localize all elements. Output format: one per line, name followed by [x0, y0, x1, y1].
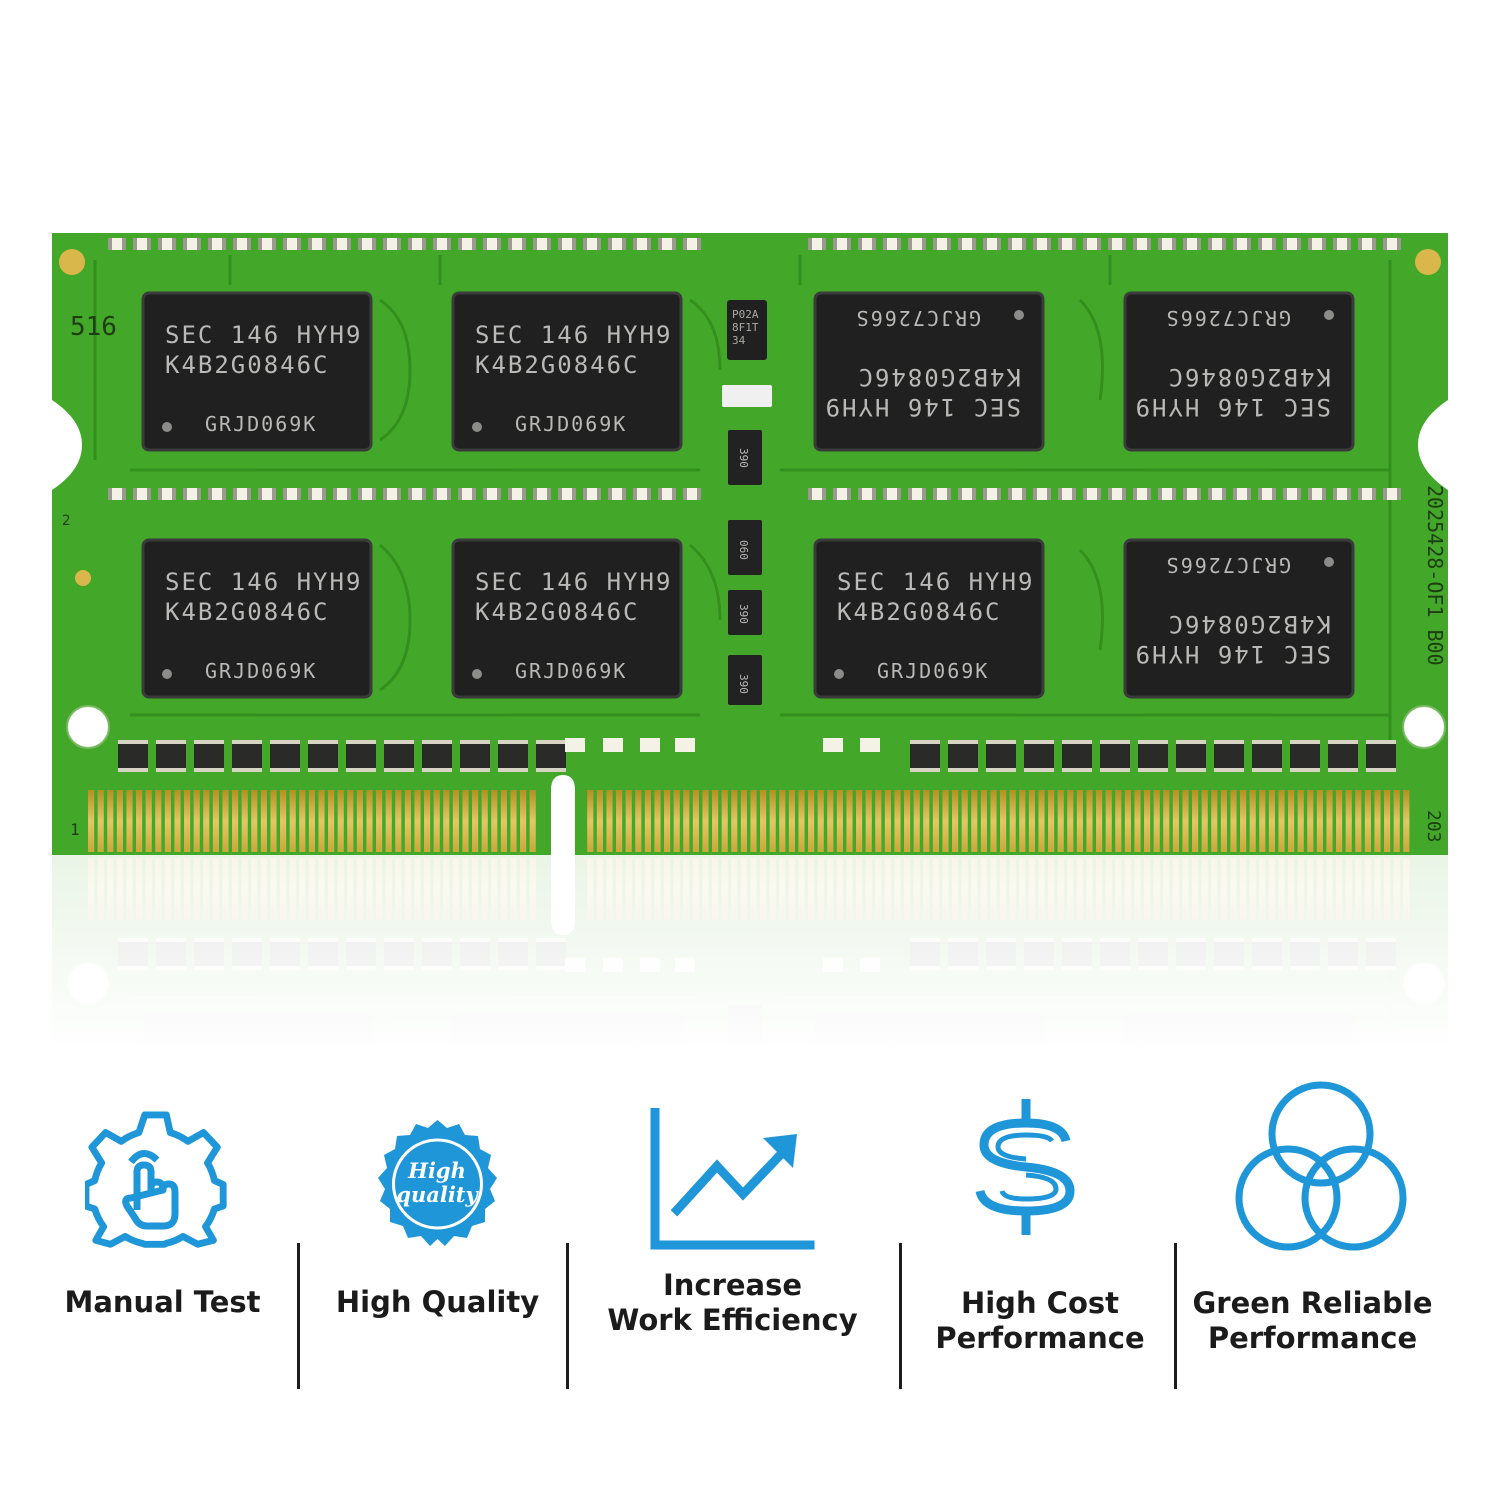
chip-marking-line: GRJD069K [515, 659, 627, 683]
chip-marking-line: K4B2G0846C [857, 363, 1022, 391]
chip-marking-line: GRJD069K [205, 659, 317, 683]
chip-marking-line: GRJD069K [515, 412, 627, 436]
chip-marking-line: SEC 146 HYH9 [837, 568, 1034, 596]
resistor-code: 390 [737, 604, 750, 624]
divider [566, 1243, 569, 1389]
feature-label-manual-test: Manual Test [40, 1285, 285, 1320]
three-circles-icon [1235, 1081, 1407, 1251]
trend-chart-icon [650, 1108, 815, 1250]
board-mark-pin-one: 1 [70, 820, 80, 839]
spd-marking-line: 8F1T [732, 321, 759, 334]
resistor-markings: 390 060 390 390 [737, 448, 750, 694]
feature-label-line: Performance [935, 1321, 1145, 1355]
feature-label-work-efficiency: Increase Work Efficiency [585, 1268, 880, 1338]
chip-pin1-dot [472, 422, 482, 432]
spd-marking-line: 34 [732, 334, 746, 347]
chip-pin1-dot [1324, 557, 1334, 567]
chip-marking-line: K4B2G0846C [165, 598, 330, 626]
chip-pin1-dot [162, 669, 172, 679]
feature-label-line: Work Efficiency [607, 1303, 858, 1337]
board-mark-top-left: 516 [70, 312, 117, 342]
chip-pin1-dot [1014, 310, 1024, 320]
chip-marking-line: GRJD069K [205, 412, 317, 436]
chip-marking-line: K4B2G0846C [1167, 610, 1332, 638]
board-mark-pin-last: 203 [1423, 810, 1444, 843]
spd-marking-line: P02A [732, 308, 759, 321]
feature-label-line: Increase [662, 1268, 803, 1302]
badge-text-quality: quality [396, 1182, 479, 1207]
feature-label-line: High Cost [960, 1286, 1120, 1320]
quality-badge-icon: High quality [378, 1120, 497, 1246]
feature-label-line: Manual Test [64, 1285, 261, 1319]
chip-marking-line: SEC 146 HYH9 [824, 393, 1021, 421]
chip-marking-line: GRJC7266S [855, 306, 981, 330]
board-mark-left-small: 2 [62, 513, 70, 529]
chip-pin1-dot [472, 669, 482, 679]
chip-marking-line: K4B2G0846C [475, 351, 640, 379]
divider [899, 1243, 902, 1389]
chip-marking-line: SEC 146 HYH9 [165, 568, 362, 596]
chip-marking-line: SEC 146 HYH9 [1134, 393, 1331, 421]
gear-hand-icon [85, 1111, 227, 1248]
feature-label-reliable-performance: Green Reliable Performance [1185, 1286, 1440, 1356]
chip-marking-line: SEC 146 HYH9 [475, 568, 672, 596]
chip-pin1-dot [834, 669, 844, 679]
chip-marking-line: SEC 146 HYH9 [475, 321, 672, 349]
feature-label-line: High Quality [335, 1285, 540, 1319]
chip-marking-line: SEC 146 HYH9 [165, 321, 362, 349]
chip-marking-line: K4B2G0846C [1167, 363, 1332, 391]
chip-pin1-dot [1324, 310, 1334, 320]
dollar-icon [975, 1099, 1075, 1235]
feature-label-line: Green Reliable [1192, 1286, 1433, 1320]
feature-label-cost-performance: High Cost Performance [910, 1286, 1170, 1356]
badge-text-high: High [407, 1158, 466, 1183]
feature-label-line: Performance [1207, 1321, 1418, 1355]
chip-marking-line: SEC 146 HYH9 [1134, 640, 1331, 668]
divider [297, 1243, 300, 1389]
chip-marking-line: GRJC7266S [1165, 553, 1291, 577]
divider [1174, 1243, 1177, 1389]
chip-marking-line: GRJD069K [877, 659, 989, 683]
chip-marking-line: K4B2G0846C [837, 598, 1002, 626]
chip-marking-line: GRJC7266S [1165, 306, 1291, 330]
chip-marking-line: K4B2G0846C [165, 351, 330, 379]
board-mark-right-vertical: 2025428-OF1 B00 [1423, 485, 1447, 666]
resistor-code: 060 [737, 540, 750, 560]
resistor-code: 390 [737, 448, 750, 468]
feature-label-high-quality: High Quality [315, 1285, 560, 1320]
chip-pin1-dot [162, 422, 172, 432]
chip-marking-line: K4B2G0846C [475, 598, 640, 626]
resistor-code: 390 [737, 674, 750, 694]
